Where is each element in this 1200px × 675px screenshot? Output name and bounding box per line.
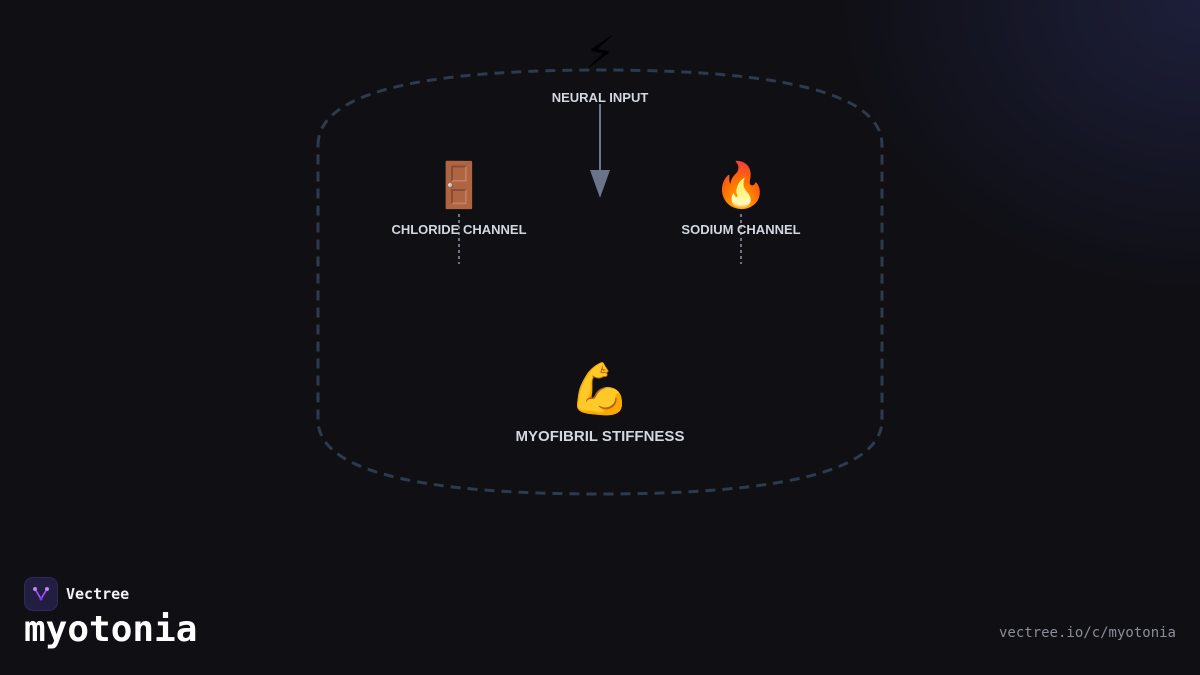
flexed-biceps-icon: 💪	[568, 360, 632, 418]
page-title: myotonia	[24, 609, 198, 650]
vectree-logo-icon	[24, 577, 58, 611]
node-sodium-channel: 🔥 SODIUM CHANNEL	[681, 160, 801, 238]
node-label: MYOFIBRIL STIFFNESS	[515, 428, 685, 445]
node-neural-input: ⚡ NEURAL INPUT	[551, 28, 649, 106]
brand-name: Vectree	[66, 585, 130, 603]
brand[interactable]: Vectree	[24, 577, 129, 611]
node-label: NEURAL INPUT	[551, 90, 649, 105]
node-label: CHLORIDE CHANNEL	[391, 222, 527, 237]
node-label: SODIUM CHANNEL	[681, 222, 801, 237]
page-url[interactable]: vectree.io/c/myotonia	[998, 625, 1176, 641]
fire-icon: 🔥	[713, 160, 769, 211]
node-myofibril-stiffness: 💪 MYOFIBRIL STIFFNESS	[516, 364, 685, 445]
door-icon: 🚪	[431, 160, 487, 211]
node-chloride-channel: 🚪 CHLORIDE CHANNEL	[391, 160, 527, 238]
neural-input-arrowhead	[590, 170, 610, 198]
lightning-bolt-icon: ⚡	[584, 28, 616, 79]
cell-boundary	[316, 68, 884, 496]
